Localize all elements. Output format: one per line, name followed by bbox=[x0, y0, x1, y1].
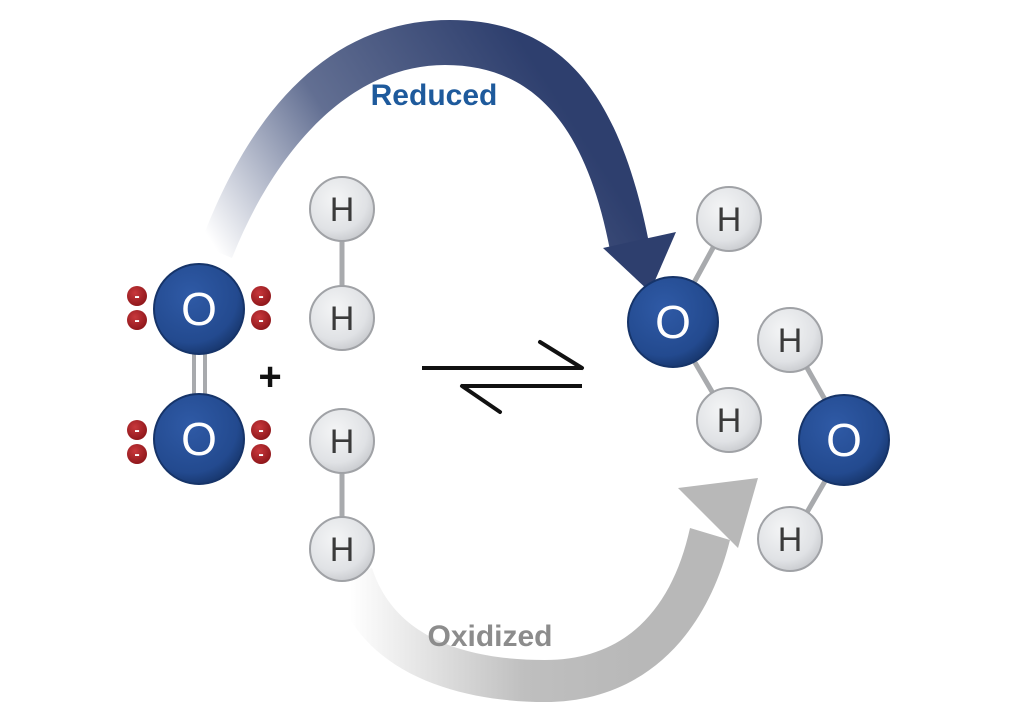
electron-icon: - bbox=[127, 286, 147, 306]
equilibrium-arrows-icon bbox=[422, 340, 584, 414]
reduced-arrow bbox=[200, 20, 676, 292]
reduced-label: Reduced bbox=[371, 79, 498, 112]
svg-text:-: - bbox=[134, 422, 139, 439]
water-molecule: H O H bbox=[627, 186, 762, 453]
hydrogen-atom: H bbox=[309, 176, 375, 242]
hydrogen-symbol: H bbox=[330, 423, 355, 461]
reduced-arrow-head bbox=[603, 232, 676, 292]
hydrogen-atom: H bbox=[757, 307, 823, 373]
electron-icon: - bbox=[127, 444, 147, 464]
electron-icon: - bbox=[251, 286, 271, 306]
water-molecule: H O H bbox=[757, 307, 890, 572]
oxygen-symbol: O bbox=[181, 283, 217, 335]
oxygen-atom: O bbox=[153, 393, 245, 485]
svg-text:-: - bbox=[134, 288, 139, 305]
electron-icon: - bbox=[251, 420, 271, 440]
oxygen-molecule: O O - - - - - - - - bbox=[127, 263, 271, 485]
hydrogen-atom: H bbox=[696, 387, 762, 453]
hydrogen-symbol: H bbox=[778, 322, 803, 360]
oxidized-arrow-head bbox=[678, 478, 758, 548]
electron-icon: - bbox=[251, 310, 271, 330]
hydrogen-symbol: H bbox=[778, 521, 803, 559]
hydrogen-symbol: H bbox=[330, 531, 355, 569]
hydrogen-atom: H bbox=[696, 186, 762, 252]
hydrogen-molecule: H H bbox=[309, 176, 375, 351]
oxygen-atom: O bbox=[798, 394, 890, 486]
svg-text:-: - bbox=[134, 312, 139, 329]
hydrogen-atom: H bbox=[757, 506, 823, 572]
svg-text:-: - bbox=[258, 288, 263, 305]
electron-icon: - bbox=[127, 310, 147, 330]
svg-text:-: - bbox=[134, 446, 139, 463]
svg-text:-: - bbox=[258, 312, 263, 329]
reduced-arrow-body bbox=[200, 20, 650, 258]
oxidized-arrow-body bbox=[333, 528, 730, 702]
electron-icon: - bbox=[251, 444, 271, 464]
oxygen-symbol: O bbox=[655, 296, 691, 348]
oxygen-symbol: O bbox=[826, 414, 862, 466]
electron-icon: - bbox=[127, 420, 147, 440]
svg-text:-: - bbox=[258, 422, 263, 439]
svg-text:-: - bbox=[258, 446, 263, 463]
oxygen-atom: O bbox=[627, 276, 719, 368]
oxygen-symbol: O bbox=[181, 413, 217, 465]
hydrogen-symbol: H bbox=[330, 300, 355, 338]
hydrogen-symbol: H bbox=[717, 402, 742, 440]
hydrogen-atom: H bbox=[309, 516, 375, 582]
oxidized-arrow bbox=[333, 478, 758, 702]
hydrogen-symbol: H bbox=[330, 191, 355, 229]
plus-sign: + bbox=[258, 355, 281, 399]
hydrogen-symbol: H bbox=[717, 201, 742, 239]
single-bond-line bbox=[803, 474, 831, 516]
hydrogen-atom: H bbox=[309, 285, 375, 351]
oxidized-label: Oxidized bbox=[427, 620, 552, 653]
hydrogen-atom: H bbox=[309, 408, 375, 474]
hydrogen-molecule: H H bbox=[309, 408, 375, 582]
oxygen-atom: O bbox=[153, 263, 245, 355]
